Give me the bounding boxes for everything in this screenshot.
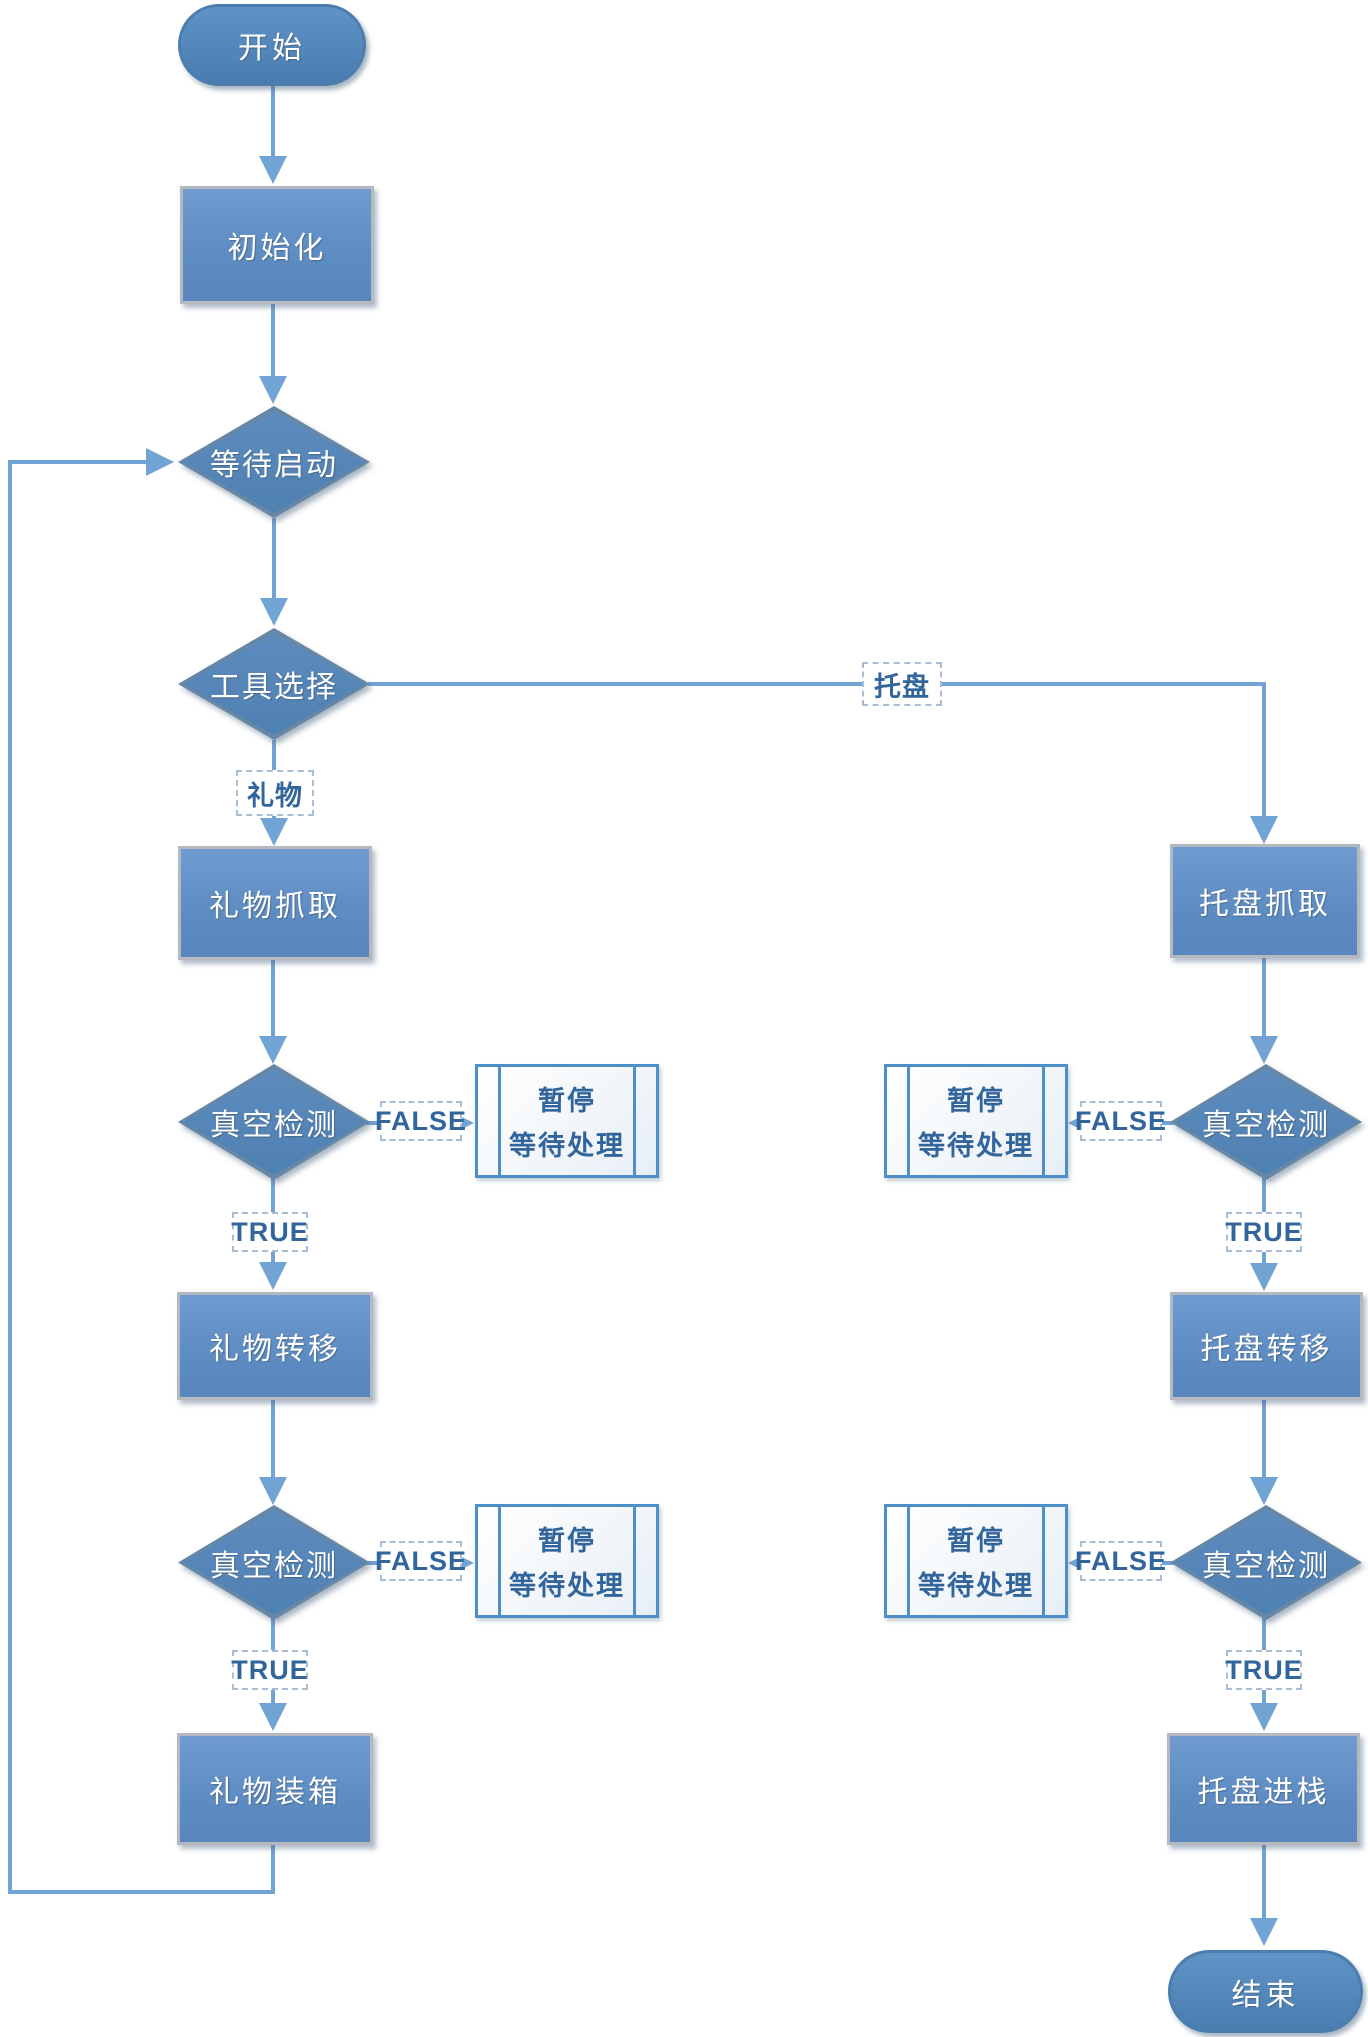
arrowhead-down-icon (1250, 1477, 1278, 1505)
arrowhead-down-icon (259, 156, 287, 184)
gift-pack-label: 礼物装箱 (209, 1776, 341, 1809)
true-label-left-1: TRUE (231, 1212, 308, 1252)
gift-pick-label: 礼物抓取 (209, 890, 341, 923)
vacuum-check-label: 真空检测 (210, 1549, 338, 1583)
pause-label-line2: 等待处理 (918, 1571, 1034, 1601)
pause-label-line2: 等待处理 (509, 1131, 625, 1161)
vacuum-check-label: 真空检测 (210, 1109, 338, 1142)
flow-loop (271, 1845, 275, 1894)
end-label: 结束 (1231, 1978, 1300, 2012)
flow-arrow (272, 518, 276, 598)
arrowhead-down-icon (259, 376, 287, 404)
flow-arrow (271, 304, 275, 376)
vacuum-check-decision-right-1: 真空检测 (1170, 1064, 1362, 1180)
pause-wait-box-right-2: 暂停 等待处理 (884, 1504, 1068, 1618)
arrowhead-right-icon (146, 448, 174, 476)
pause-wait-box-right-1: 暂停 等待处理 (884, 1064, 1068, 1178)
flow-arrow (1262, 1400, 1266, 1477)
flow-loop (8, 460, 12, 1894)
predefined-process-bar (1042, 1507, 1045, 1615)
pause-label-line1: 暂停 (947, 1086, 1005, 1116)
pause-label-line2: 等待处理 (509, 1571, 625, 1601)
true-label-right-1: TRUE (1225, 1212, 1302, 1252)
vacuum-check-decision-left-1: 真空检测 (178, 1064, 370, 1180)
end-terminator: 结束 (1168, 1950, 1363, 2033)
false-label-right-2: FALSE (1075, 1541, 1166, 1581)
vacuum-check-decision-right-2: 真空检测 (1170, 1505, 1362, 1620)
gift-pick-process: 礼物抓取 (178, 846, 372, 960)
predefined-process-bar (1042, 1067, 1045, 1175)
predefined-process-bar (633, 1067, 636, 1175)
vacuum-check-label: 真空检测 (1202, 1549, 1330, 1583)
tray-branch-label: 托盘 (862, 662, 942, 706)
arrowhead-down-icon (259, 1036, 287, 1064)
gift-branch-label: 礼物 (236, 770, 314, 816)
tray-transfer-label: 托盘转移 (1200, 1333, 1333, 1366)
tray-stack-process: 托盘进栈 (1167, 1733, 1360, 1845)
wait-start-decision: 等待启动 (178, 406, 370, 518)
true-label-left-2: TRUE (231, 1650, 308, 1690)
flow-arrow (1262, 958, 1266, 1036)
true-label-right-2: TRUE (1225, 1650, 1302, 1690)
arrowhead-down-icon (1250, 1263, 1278, 1291)
arrowhead-down-icon (260, 598, 288, 626)
predefined-process-bar (907, 1067, 910, 1175)
false-label-left-2: FALSE (375, 1541, 466, 1581)
wait-start-label: 等待启动 (210, 449, 338, 482)
arrowhead-down-icon (1250, 1703, 1278, 1731)
tray-transfer-process: 托盘转移 (1170, 1292, 1363, 1400)
tray-pick-label: 托盘抓取 (1199, 888, 1331, 921)
init-process: 初始化 (180, 186, 374, 304)
flow-loop (8, 1890, 275, 1894)
false-label-right-1: FALSE (1075, 1101, 1166, 1141)
pause-label-line1: 暂停 (538, 1526, 596, 1556)
false-label-left-1: FALSE (375, 1101, 466, 1141)
flow-arrow (1262, 1845, 1266, 1918)
pause-wait-box-left-2: 暂停 等待处理 (475, 1504, 659, 1618)
arrowhead-down-icon (1250, 816, 1278, 844)
arrowhead-down-icon (260, 818, 288, 846)
tray-stack-label: 托盘进栈 (1197, 1776, 1330, 1809)
gift-transfer-process: 礼物转移 (177, 1292, 373, 1400)
pause-label-line2: 等待处理 (918, 1131, 1034, 1161)
tool-select-label: 工具选择 (210, 671, 338, 704)
flow-loop (8, 460, 146, 464)
predefined-process-bar (498, 1067, 501, 1175)
start-label: 开始 (238, 32, 306, 65)
vacuum-check-decision-left-2: 真空检测 (178, 1505, 370, 1620)
start-terminator: 开始 (178, 4, 366, 86)
predefined-process-bar (633, 1507, 636, 1615)
pause-label-line1: 暂停 (538, 1086, 596, 1116)
vacuum-check-label: 真空检测 (1202, 1109, 1330, 1142)
flow-arrow (271, 86, 275, 156)
tool-select-decision: 工具选择 (178, 628, 370, 740)
predefined-process-bar (498, 1507, 501, 1615)
init-label: 初始化 (227, 232, 327, 265)
pause-wait-box-left-1: 暂停 等待处理 (475, 1064, 659, 1178)
arrowhead-down-icon (259, 1477, 287, 1505)
arrowhead-down-icon (1250, 1918, 1278, 1946)
flow-arrow (1262, 682, 1266, 816)
flow-arrow (271, 1400, 275, 1477)
gift-pack-process: 礼物装箱 (177, 1733, 373, 1845)
flow-arrow (271, 960, 275, 1036)
arrowhead-down-icon (259, 1703, 287, 1731)
gift-transfer-label: 礼物转移 (209, 1333, 341, 1366)
arrowhead-down-icon (259, 1262, 287, 1290)
arrowhead-down-icon (1250, 1036, 1278, 1064)
pause-label-line1: 暂停 (947, 1526, 1005, 1556)
predefined-process-bar (907, 1507, 910, 1615)
flow-arrow (368, 682, 1264, 686)
tray-pick-process: 托盘抓取 (1170, 844, 1360, 958)
